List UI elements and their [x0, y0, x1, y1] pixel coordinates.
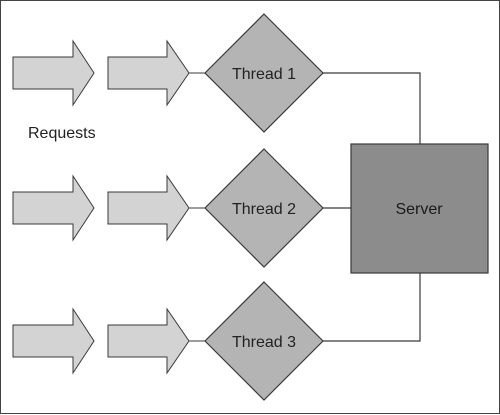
requests-label: Requests	[28, 125, 96, 142]
thread-1-label: Thread 1	[232, 66, 296, 83]
thread-3-diamond	[204, 281, 324, 401]
server-box	[350, 143, 489, 274]
thread-2-diamond	[204, 148, 324, 268]
server-label: Server	[395, 201, 443, 218]
request-arrow-1b	[107, 39, 190, 107]
thread-1-diamond	[204, 13, 324, 133]
connector-thread-3	[323, 273, 421, 342]
connectors	[323, 72, 421, 342]
thread-2-label: Thread 2	[232, 201, 296, 218]
request-arrow-1a	[12, 39, 95, 107]
request-arrow-3a	[12, 307, 95, 375]
request-arrow-3b	[107, 307, 190, 375]
thread-3-label: Thread 3	[232, 334, 296, 351]
connector-thread-1	[323, 72, 421, 144]
request-arrow-2b	[107, 174, 190, 242]
request-arrow-2a	[12, 174, 95, 242]
